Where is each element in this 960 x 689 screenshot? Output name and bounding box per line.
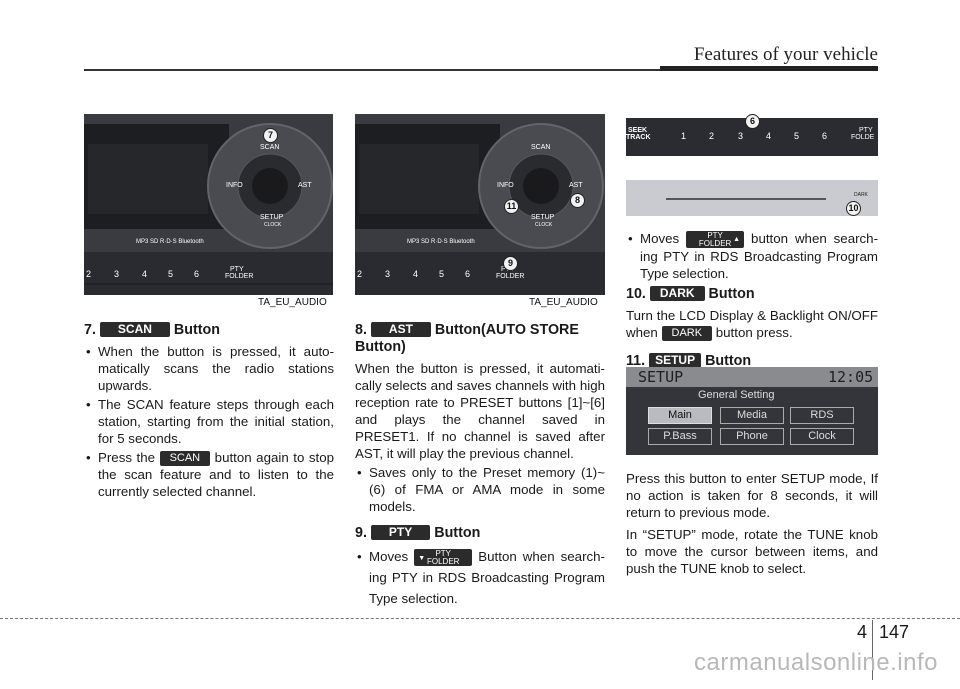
setup-button-badge: SETUP	[649, 353, 702, 368]
chapter-number: 4	[857, 622, 868, 642]
bullet: The SCAN feature steps through each stat…	[84, 396, 334, 447]
preset-key-2: 2	[357, 269, 363, 279]
section-title: Button	[173, 322, 220, 338]
preset-key-4: 4	[142, 269, 148, 279]
pty-folder-badge: PTY FOLDER ▲	[686, 231, 745, 248]
up-arrow-icon: ▲	[733, 236, 741, 243]
folder-label: FOLDE	[851, 134, 875, 141]
header-rule	[84, 69, 876, 71]
bullet: When the button is pressed, it auto-mati…	[84, 343, 334, 394]
pty-label: PTY	[230, 266, 244, 273]
bullet: Moves PTY FOLDER ▲ button when search-in…	[626, 230, 878, 282]
setup-tab-pbass: P.Bass	[648, 428, 712, 445]
column-2: 8. AST Button(AUTO STORE Button) When th…	[355, 318, 605, 611]
page-number-separator	[872, 620, 873, 680]
setup-screen-title: SETUP	[638, 368, 684, 386]
knob-label-scan: SCAN	[260, 144, 280, 151]
audio-unit-illustration	[84, 114, 333, 295]
setup-tab-phone: Phone	[720, 428, 784, 445]
preset-key-6: 6	[194, 269, 200, 279]
column-3: Moves PTY FOLDER ▲ button when search-in…	[626, 228, 878, 374]
logo-strip: MP3 SD R·D·S Bluetooth	[136, 239, 204, 245]
preset-key-5: 5	[168, 269, 174, 279]
preset-key-2: 2	[709, 131, 715, 141]
knob-label-ast: AST	[298, 182, 312, 189]
section-9-heading: 9. PTY Button	[355, 525, 481, 541]
column-3-lower: Press this button to enter SETUP mode, I…	[626, 470, 878, 577]
setup-tab-rds: RDS	[790, 407, 854, 424]
setup-screen-figure: SETUP 12:05 General Setting Main Media R…	[626, 367, 878, 455]
section-8-paragraph: When the button is pressed, it automati-…	[355, 361, 605, 461]
disc-slot-figure: DARK	[626, 180, 878, 216]
header-rule-accent	[660, 66, 878, 71]
knob-label-info: INFO	[226, 182, 243, 189]
setup-tab-media: Media	[720, 407, 784, 424]
dark-button-badge: DARK	[649, 286, 705, 301]
pty-folder-badge: ▼ PTY FOLDER	[414, 549, 473, 566]
preset-key-4: 4	[413, 269, 419, 279]
setup-screen-subtitle: General Setting	[698, 389, 775, 401]
down-arrow-icon: ▼	[418, 555, 426, 562]
figure-left-caption: TA_EU_AUDIO	[258, 297, 327, 308]
folder-label: FOLDER	[225, 273, 254, 280]
section-11-heading: 11. SETUP Button	[626, 353, 752, 369]
scan-button-badge: SCAN	[99, 322, 170, 337]
audio-unit-figure-left: SCAN INFO AST SETUP CLOCK MP3 SD R·D·S B…	[84, 114, 333, 295]
knob-label-info: INFO	[497, 182, 514, 189]
scan-button-badge: SCAN	[159, 451, 211, 466]
knob-label-clock: CLOCK	[264, 222, 282, 228]
seek-label: SEEK	[628, 127, 648, 134]
preset-key-2: 2	[86, 269, 92, 279]
footer-rule	[0, 618, 960, 619]
page-number: 147	[879, 622, 910, 642]
folder-label: FOLDER	[496, 273, 525, 280]
knob-label-setup: SETUP	[531, 214, 555, 221]
section-8-heading: 8. AST Button(AUTO STORE Button)	[355, 322, 579, 355]
preset-key-4: 4	[766, 131, 772, 141]
preset-key-5: 5	[439, 269, 445, 279]
knob-label-setup: SETUP	[260, 214, 284, 221]
page-header-title: Features of your vehicle	[693, 44, 878, 65]
knob-label-ast: AST	[569, 182, 583, 189]
knob-label-clock: CLOCK	[535, 222, 553, 228]
callout-11: 11	[504, 199, 519, 214]
section-10-heading: 10. DARK Button	[626, 286, 755, 302]
section-11-paragraph-1: Press this button to enter SETUP mode, I…	[626, 471, 878, 520]
section-10-paragraph: Turn the LCD Display & Backlight ON/OFF …	[626, 308, 878, 341]
figure-middle-caption: TA_EU_AUDIO	[529, 297, 598, 308]
column-1: 7. SCAN Button When the button is presse…	[84, 318, 334, 502]
preset-key-3: 3	[114, 269, 120, 279]
preset-key-3: 3	[738, 131, 744, 141]
preset-key-5: 5	[794, 131, 800, 141]
section-7-heading: 7. SCAN Button	[84, 322, 334, 339]
callout-8: 8	[570, 193, 585, 208]
dark-label: DARK	[854, 192, 868, 198]
dark-button-badge: DARK	[661, 326, 713, 341]
preset-key-1: 1	[681, 131, 687, 141]
bullet: Saves only to the Preset memory (1)~(6) …	[355, 464, 605, 515]
setup-tab-clock: Clock	[790, 428, 854, 445]
callout-6: 6	[745, 114, 760, 129]
knob-label-scan: SCAN	[531, 144, 551, 151]
ast-button-badge: AST	[370, 322, 431, 337]
callout-9: 9	[503, 256, 518, 271]
pty-label: PTY	[859, 127, 873, 134]
bullet: Press the SCAN button again to stop the …	[84, 449, 334, 500]
watermark: carmanualsonline.info	[694, 649, 938, 676]
track-label: TRACK	[626, 134, 651, 141]
setup-screen-time: 12:05	[828, 368, 874, 386]
preset-key-3: 3	[385, 269, 391, 279]
bullet: Moves ▼ PTY FOLDER Button when search-in…	[355, 546, 605, 609]
logo-strip: MP3 SD R·D·S Bluetooth	[407, 239, 475, 245]
callout-7: 7	[263, 128, 278, 143]
preset-key-6: 6	[822, 131, 828, 141]
section-11-paragraph-2: In “SETUP” mode, rotate the TUNE knob to…	[626, 527, 878, 576]
section-number: 7.	[84, 322, 96, 338]
preset-key-6: 6	[465, 269, 471, 279]
callout-10: 10	[846, 201, 861, 216]
setup-tab-main: Main	[648, 407, 712, 424]
pty-button-badge: PTY	[370, 525, 431, 540]
audio-unit-figure-middle: SCAN INFO AST SETUP CLOCK MP3 SD R·D·S B…	[355, 114, 605, 295]
audio-unit-illustration	[355, 114, 605, 295]
